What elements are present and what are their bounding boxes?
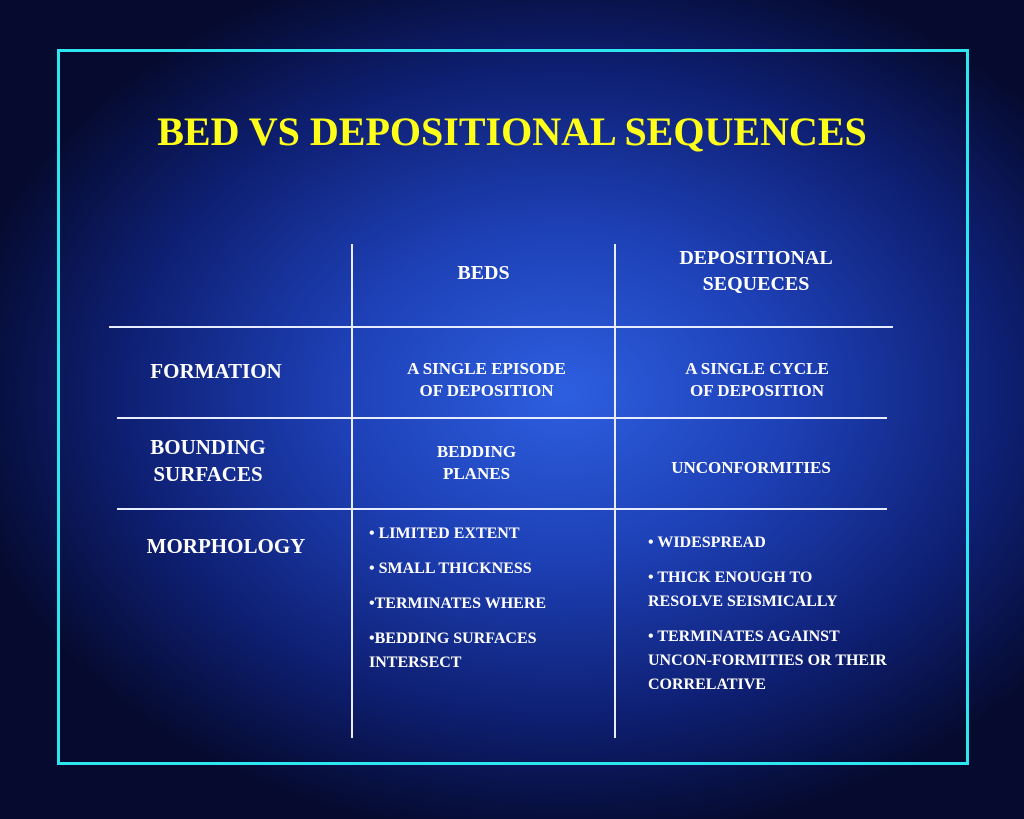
- cell-formation-sequences-line1: A SINGLE CYCLE: [685, 359, 829, 378]
- table-divider-horizontal-2: [117, 417, 887, 419]
- cell-bounding-beds-line2: PLANES: [442, 464, 511, 484]
- header-sequences-line2: SEQUECES: [702, 273, 810, 295]
- slide-frame: [57, 49, 969, 765]
- table-divider-vertical-2: [614, 244, 616, 738]
- list-item: • SMALL THICKNESS: [369, 560, 532, 577]
- cell-formation-beds-line1: A SINGLE EPISODE: [407, 359, 566, 378]
- cell-morphology-beds-list: • LIMITED EXTENT • SMALL THICKNESS •TERM…: [369, 522, 609, 686]
- cell-formation-sequences-line2: OF DEPOSITION: [690, 381, 824, 401]
- list-item: • TERMINATES AGAINST UNCON-FORMITIES OR …: [648, 628, 887, 693]
- cell-bounding-sequences: UNCONFORMITIES: [616, 457, 886, 479]
- header-sequences-line1: DEPOSITIONAL: [679, 247, 833, 269]
- header-depositional-sequences: DEPOSITIONAL SEQUECES: [616, 245, 896, 297]
- table-divider-horizontal-3: [117, 508, 887, 510]
- cell-morphology-sequences-list: • WIDESPREAD • THICK ENOUGH TO RESOLVE S…: [648, 531, 893, 708]
- slide-title: BED VS DEPOSITIONAL SEQUENCES: [157, 109, 867, 154]
- table-divider-horizontal-1: [109, 326, 893, 328]
- list-item: • THICK ENOUGH TO RESOLVE SEISMICALLY: [648, 569, 838, 610]
- row-label-morphology: MORPHOLOGY: [118, 533, 334, 560]
- cell-formation-beds-line2: OF DEPOSITION: [419, 381, 554, 401]
- table-divider-vertical-1: [351, 244, 353, 738]
- row-label-bounding-surfaces: BOUNDING SURFACES: [100, 434, 316, 489]
- row-label-bounding-line1: BOUNDING: [150, 435, 266, 459]
- cell-bounding-sequences-line1: UNCONFORMITIES: [671, 458, 831, 477]
- list-item: • LIMITED EXTENT: [369, 525, 520, 542]
- cell-formation-beds: A SINGLE EPISODE OF DEPOSITION: [353, 358, 620, 402]
- row-label-formation: FORMATION: [108, 358, 324, 385]
- row-label-bounding-line2: SURFACES: [153, 462, 263, 487]
- cell-formation-sequences: A SINGLE CYCLE OF DEPOSITION: [616, 358, 898, 402]
- list-item: • WIDESPREAD: [648, 534, 766, 551]
- header-beds: BEDS: [353, 260, 614, 286]
- list-item: •BEDDING SURFACES INTERSECT: [369, 630, 537, 671]
- cell-bounding-beds-line1: BEDDING: [436, 442, 517, 461]
- list-item: •TERMINATES WHERE: [369, 595, 547, 612]
- header-beds-text: BEDS: [457, 262, 510, 284]
- row-label-formation-text: FORMATION: [150, 359, 282, 383]
- cell-bounding-beds: BEDDING PLANES: [353, 441, 600, 485]
- row-label-morphology-text: MORPHOLOGY: [146, 534, 306, 558]
